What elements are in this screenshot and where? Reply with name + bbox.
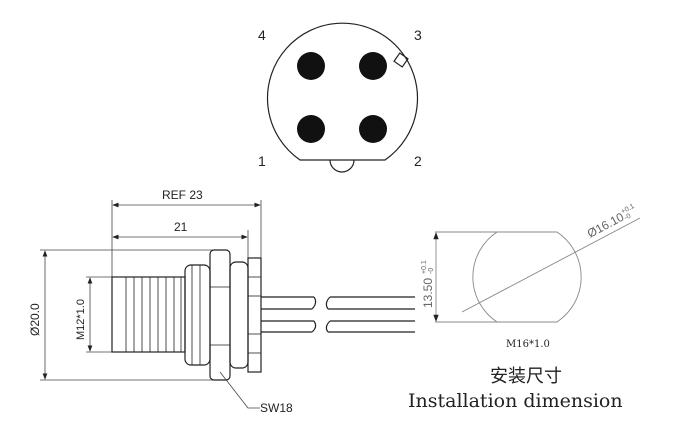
- flat-label: 13.50 +0.1 -0: [421, 260, 435, 308]
- connector-face-outline: [266, 22, 419, 161]
- svg-text:+0.1: +0.1: [421, 260, 428, 274]
- side-view: REF 23 21 Ø20.0 M12*1.0: [28, 188, 415, 415]
- panel-flange: [247, 257, 262, 373]
- cutout-thread-label: M16*1.0: [506, 339, 550, 350]
- pin-face-view: 1 2 3 4: [258, 22, 422, 173]
- svg-text:13.50: 13.50: [421, 278, 435, 308]
- pin-label-4: 4: [258, 27, 266, 43]
- title-english: Installation dimension: [408, 390, 623, 412]
- pin-2: [359, 115, 387, 143]
- hex-nut: [209, 249, 231, 381]
- ribbed-housing: [184, 264, 211, 366]
- installation-view: 13.50 +0.1 -0 Ø16.10 +0.1 -0 M16*1.0 安装尺…: [408, 203, 641, 412]
- cable-wires: [261, 296, 415, 333]
- title-chinese: 安装尺寸: [490, 366, 562, 387]
- diameter-label: Ø20.0: [28, 303, 42, 336]
- key-notch: [329, 159, 355, 173]
- wrench-leader: [219, 371, 260, 409]
- panel-cutout: [472, 231, 582, 323]
- pin-label-3: 3: [414, 27, 422, 43]
- o-ring: [229, 261, 249, 369]
- length-label: 21: [174, 220, 188, 234]
- pin-4: [297, 52, 325, 80]
- svg-text:-0: -0: [428, 268, 435, 274]
- pin-3: [359, 52, 387, 80]
- ref-length-label: REF 23: [162, 188, 203, 202]
- diameter-leader: [461, 217, 641, 313]
- pin-label-2: 2: [414, 153, 422, 169]
- wrench-size-label: SW18: [260, 401, 293, 415]
- svg-text:-0: -0: [623, 213, 632, 222]
- cutout-diameter-label: Ø16.10 +0.1 -0: [585, 203, 636, 241]
- thread-lines: [125, 277, 182, 352]
- pin-label-1: 1: [258, 153, 266, 169]
- key-mark: [393, 52, 409, 68]
- pin-1: [297, 115, 325, 143]
- thread-label: M12*1.0: [75, 299, 87, 340]
